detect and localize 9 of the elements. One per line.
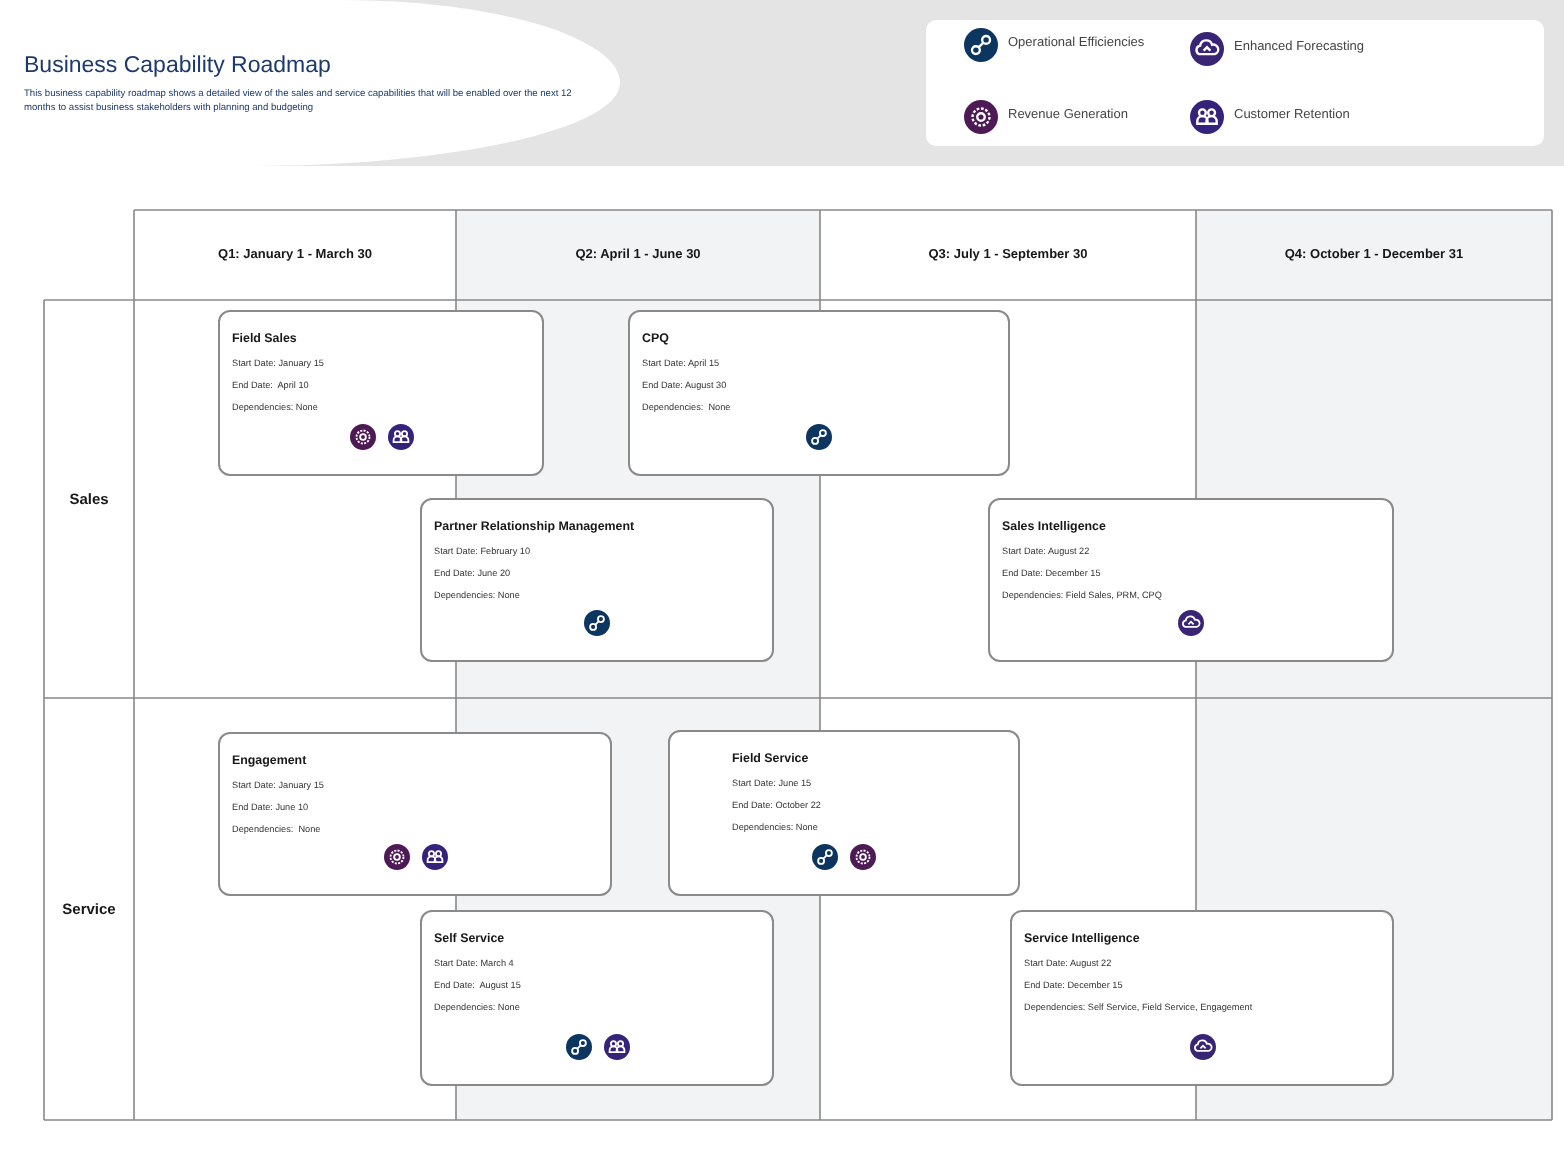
roadmap-card [1010, 910, 1394, 1086]
roadmap-card [988, 498, 1394, 662]
roadmap-card [420, 498, 774, 662]
roadmap-card [218, 732, 612, 896]
roadmap-card [628, 310, 1010, 476]
roadmap-card [668, 730, 1020, 896]
roadmap-card [420, 910, 774, 1086]
title: Business Capability Roadmap [24, 54, 331, 78]
roadmap-card [218, 310, 544, 476]
